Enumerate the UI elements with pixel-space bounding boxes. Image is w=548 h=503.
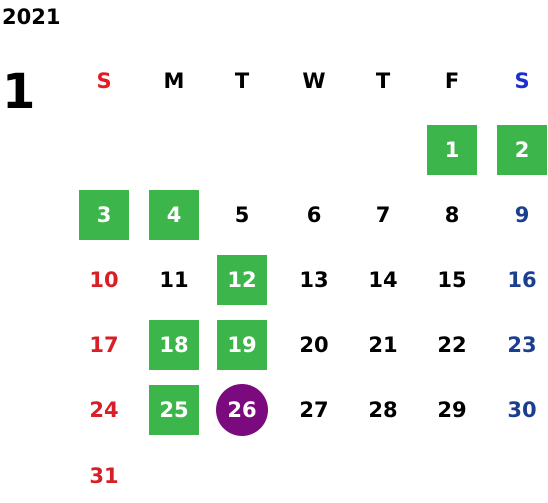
- day-cell[interactable]: 11: [159, 268, 189, 292]
- weekday-header-mon: M: [163, 69, 185, 93]
- day-cell[interactable]: 31: [89, 464, 119, 488]
- day-cell[interactable]: 5: [234, 203, 250, 227]
- day-cell[interactable]: 27: [299, 398, 329, 422]
- day-cell[interactable]: 4: [149, 190, 199, 240]
- day-cell[interactable]: 17: [89, 333, 119, 357]
- day-cell[interactable]: 2: [497, 125, 547, 175]
- day-cell[interactable]: 6: [306, 203, 322, 227]
- day-cell[interactable]: 30: [507, 398, 537, 422]
- day-cell[interactable]: 19: [217, 320, 267, 370]
- day-cell[interactable]: 1: [427, 125, 477, 175]
- day-cell[interactable]: 3: [79, 190, 129, 240]
- day-cell[interactable]: 10: [89, 268, 119, 292]
- day-cell-today[interactable]: 26: [216, 384, 268, 436]
- day-cell[interactable]: 13: [299, 268, 329, 292]
- weekday-header-sat: S: [514, 69, 530, 93]
- day-cell[interactable]: 16: [507, 268, 537, 292]
- day-cell[interactable]: 28: [368, 398, 398, 422]
- weekday-header-sun: S: [96, 69, 112, 93]
- day-cell[interactable]: 7: [375, 203, 391, 227]
- weekday-header-fri: F: [444, 69, 460, 93]
- weekday-header-thu: T: [375, 69, 391, 93]
- day-cell[interactable]: 18: [149, 320, 199, 370]
- year-label: 2021: [2, 5, 61, 29]
- day-cell[interactable]: 23: [507, 333, 537, 357]
- day-cell[interactable]: 22: [437, 333, 467, 357]
- month-number: 1: [2, 64, 36, 120]
- day-cell[interactable]: 12: [217, 255, 267, 305]
- day-cell[interactable]: 14: [368, 268, 398, 292]
- day-cell[interactable]: 15: [437, 268, 467, 292]
- weekday-header-wed: W: [302, 69, 326, 93]
- day-cell[interactable]: 8: [444, 203, 460, 227]
- day-cell[interactable]: 24: [89, 398, 119, 422]
- day-cell[interactable]: 29: [437, 398, 467, 422]
- weekday-header-tue: T: [234, 69, 250, 93]
- day-cell[interactable]: 21: [368, 333, 398, 357]
- day-cell[interactable]: 20: [299, 333, 329, 357]
- day-cell[interactable]: 9: [514, 203, 530, 227]
- day-cell[interactable]: 25: [149, 385, 199, 435]
